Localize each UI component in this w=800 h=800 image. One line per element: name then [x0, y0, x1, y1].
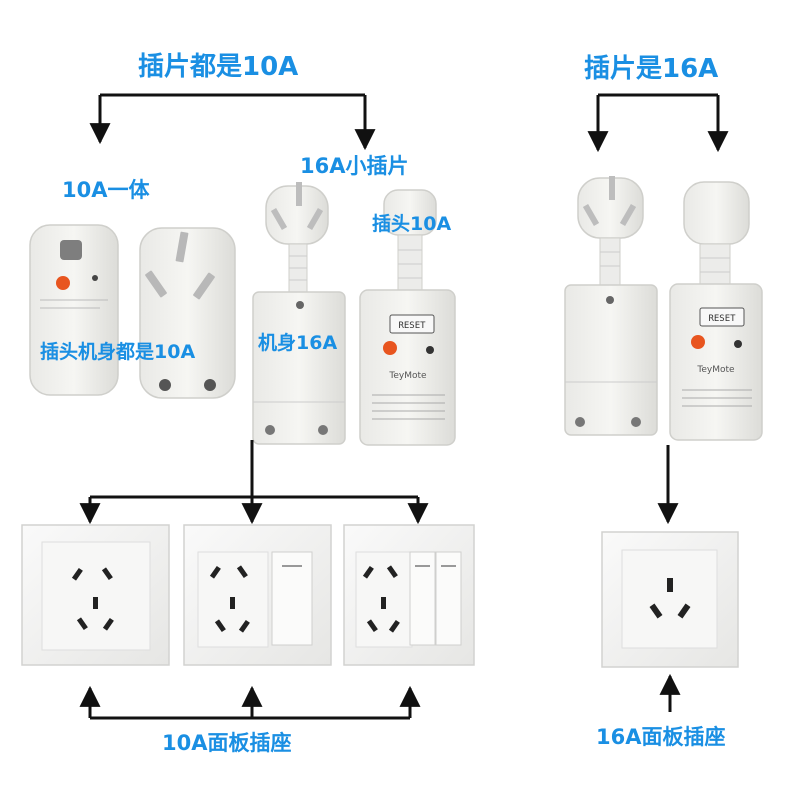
top-right-bracket-arrows: [587, 93, 729, 153]
reset-label-left: RESET: [398, 321, 426, 331]
label-16a-small-pin: 16A小插片: [300, 154, 409, 178]
brand-label-left: TeyMote: [388, 371, 427, 381]
top-left-bracket-arrows: [89, 93, 376, 151]
reset-label-right: RESET: [708, 314, 736, 324]
label-10a-one-piece: 10A一体: [62, 178, 150, 202]
indicator-light-icon: [691, 335, 705, 349]
indicator-light-icon: [56, 276, 70, 290]
brand-label-right: TeyMote: [696, 365, 735, 375]
middle-left-arrows: [79, 440, 429, 525]
device-10a-one-piece-front: [29, 224, 119, 396]
indicator-light-icon: [383, 341, 397, 355]
label-top-right: 插片是16A: [584, 54, 719, 84]
device-10a-reset: [359, 189, 456, 446]
device-16a-right-reset: [669, 181, 763, 441]
socket-panel-double-switch: [343, 524, 475, 666]
socket-panel-single-switch: [183, 524, 332, 666]
label-body-16a: 机身16A: [258, 332, 338, 354]
label-top-left: 插片都是10A: [138, 52, 299, 82]
bottom-left-bracket-arrows: [79, 685, 421, 720]
label-plug-10a: 插头10A: [372, 213, 452, 235]
device-10a-one-piece-back: [139, 227, 236, 399]
label-10a-panel-socket: 10A面板插座: [162, 731, 292, 755]
socket-panel-five-hole: [21, 524, 170, 666]
device-16a-right: [564, 176, 658, 436]
device-16a-small-pin: [252, 182, 346, 445]
label-16a-panel-socket: 16A面板插座: [596, 725, 726, 749]
socket-panel-16a: [601, 531, 739, 668]
label-both-10a: 插头机身都是10A: [40, 341, 196, 363]
